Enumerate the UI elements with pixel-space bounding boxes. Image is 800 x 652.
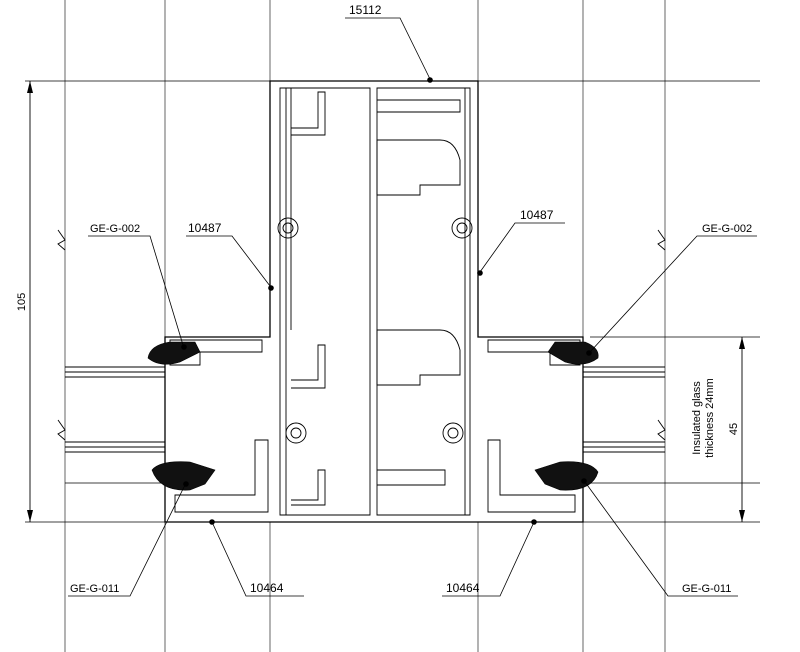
callout-gasket-top-left: GE-G-002 <box>90 223 140 235</box>
callout-gasket-top-right: GE-G-002 <box>702 223 752 235</box>
mullion-profile <box>164 80 584 523</box>
gaskets <box>147 341 599 491</box>
overall-depth-label: 105 <box>16 293 28 311</box>
callout-pressure-plate-right: 10464 <box>446 581 480 595</box>
leader-lines <box>68 17 757 597</box>
callout-top-profile: 15112 <box>349 3 382 17</box>
dimension-glass-to-face: 45 Insulated glass thickness 24mm <box>691 337 745 522</box>
glass-note-line-1: Insulated glass <box>691 381 703 455</box>
glass-to-face-label: 45 <box>728 423 740 435</box>
callout-mullion-right: 10487 <box>520 208 554 222</box>
callout-gasket-bottom-right: GE-G-011 <box>682 583 731 595</box>
callout-gasket-bottom-left: GE-G-011 <box>70 583 119 595</box>
dimension-overall-depth: 105 <box>16 81 33 522</box>
callout-mullion-left: 10487 <box>188 221 222 235</box>
glass-note-line-2: thickness 24mm <box>704 378 716 457</box>
callout-pressure-plate-left: 10464 <box>250 581 284 595</box>
break-marks <box>57 229 666 441</box>
